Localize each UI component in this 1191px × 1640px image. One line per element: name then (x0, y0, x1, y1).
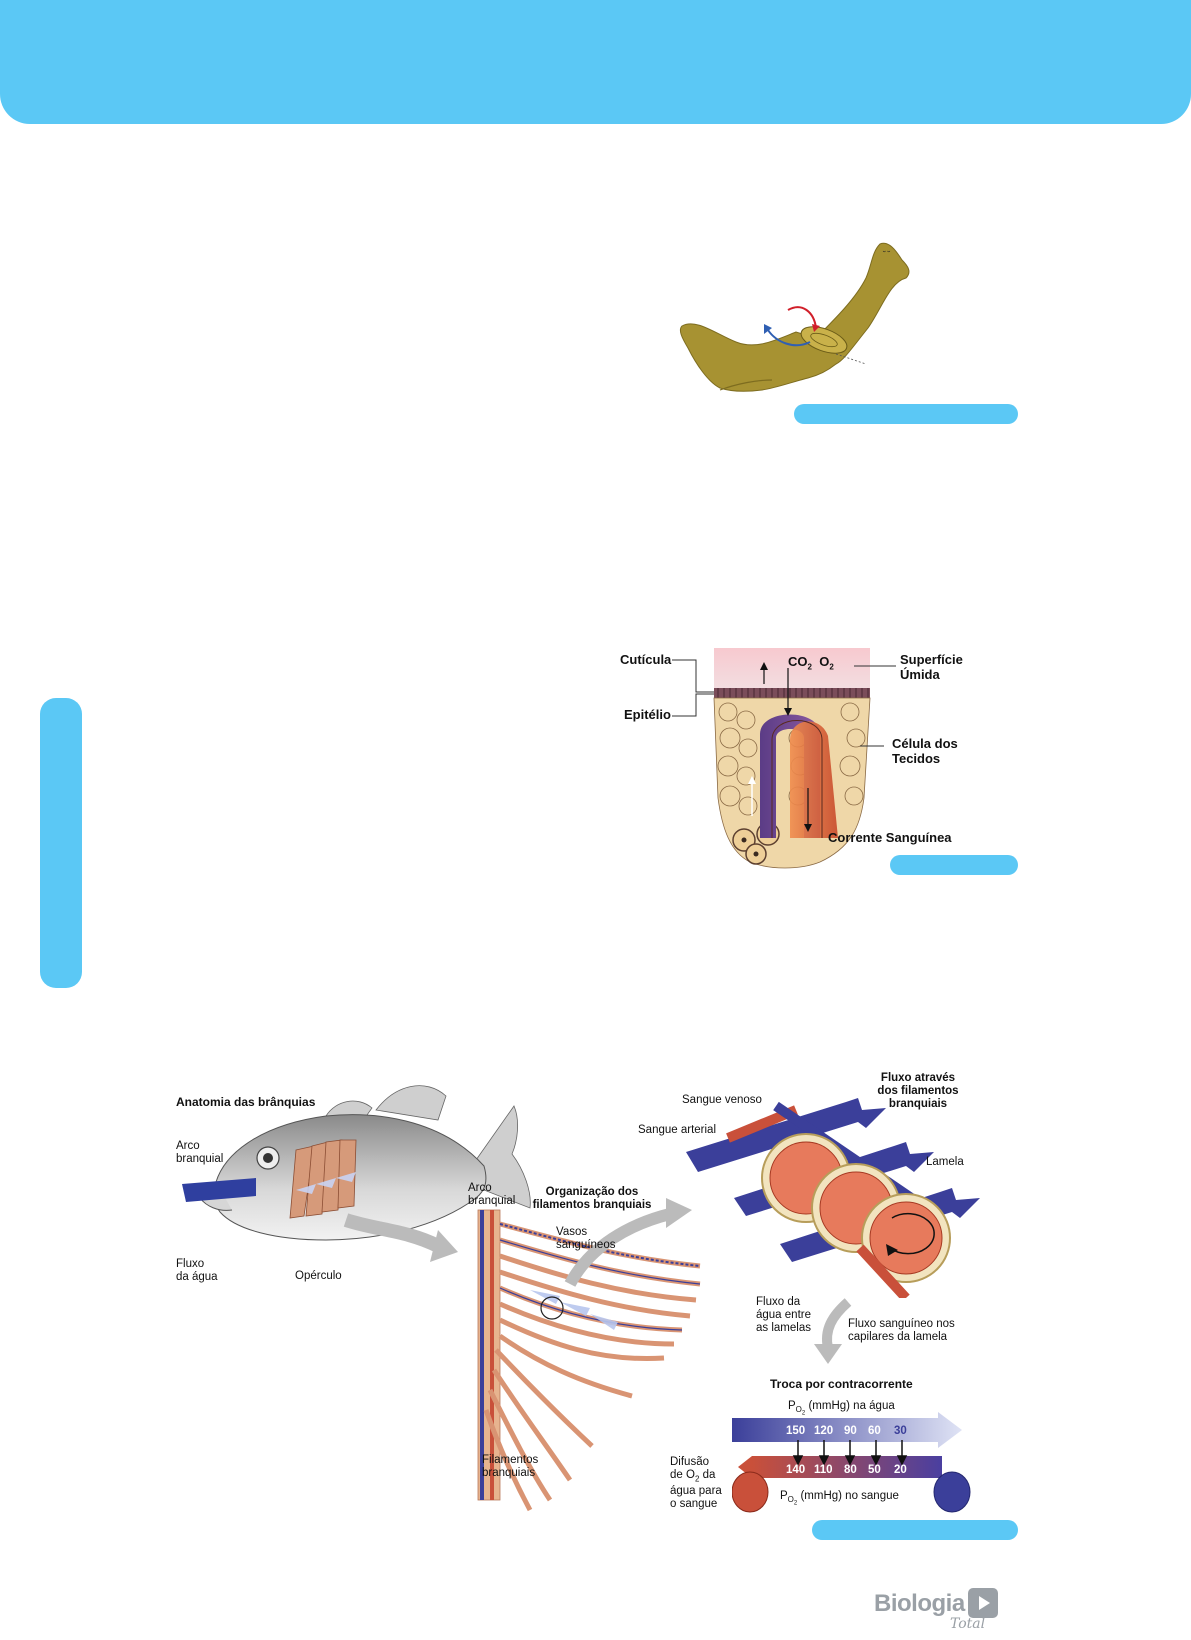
fluxo-title-line1: Fluxo através (870, 1072, 966, 1085)
fluxo-lamelas-line1: Fluxo da (756, 1296, 811, 1309)
label-sangue-venoso: Sangue venoso (682, 1094, 762, 1107)
label-fluxo-filamentos: Fluxo através dos filamentos branquiais (870, 1072, 966, 1111)
label-filamentos-branquiais: Filamentos branquiais (482, 1454, 538, 1480)
figure2-caption-bar (890, 855, 1018, 875)
label-corrente-sanguinea: Corrente Sanguínea (828, 830, 952, 845)
fluxo-title-line3: branquiais (870, 1098, 966, 1111)
label-celula-tecidos: Célula dos Tecidos (892, 736, 958, 766)
brand-sub: Total (950, 1616, 985, 1632)
difusao-da: da (703, 1469, 716, 1481)
label-po2-agua: PO2 (mmHg) na água (788, 1400, 895, 1421)
fluxo-sanguineo-line2: capilares da lamela (848, 1331, 955, 1344)
label-fluxo-agua-lamelas: Fluxo da água entre as lamelas (756, 1296, 811, 1335)
figure1-caption-bar (794, 404, 1018, 424)
lamellae-illustration (686, 1098, 986, 1298)
difusao-line3: água para (670, 1485, 722, 1498)
difusao-line4: o sangue (670, 1498, 722, 1511)
label-fluxo-sanguineo: Fluxo sanguíneo nos capilares da lamela (848, 1318, 955, 1344)
po2-agua-text: (mmHg) na água (808, 1400, 894, 1412)
vasos-line2: sanguíneos (556, 1239, 615, 1252)
label-epitelio: Epitélio (624, 707, 671, 722)
po2-sangue-text: (mmHg) no sangue (800, 1490, 898, 1502)
label-cuticula: Cutícula (620, 652, 671, 667)
filamentos-line2: branquiais (482, 1467, 538, 1480)
fluxo-lamelas-line3: as lamelas (756, 1322, 811, 1335)
po2-agua-p: P (788, 1400, 796, 1412)
label-arco-branquial-2: Arco branquial (468, 1182, 515, 1208)
arco1-line1: Arco (176, 1140, 223, 1153)
label-po2-sangue: PO2 (mmHg) no sangue (780, 1490, 899, 1511)
co2-sub: 2 (808, 663, 812, 672)
filamentos-line1: Filamentos (482, 1454, 538, 1467)
label-difusao-o2: Difusão de O2 da água para o sangue (670, 1456, 722, 1511)
celula-line2: Tecidos (892, 751, 958, 766)
brand-name: Biologia (874, 1590, 965, 1618)
water-value-4: 30 (894, 1425, 918, 1438)
arco2-line2: branquial (468, 1195, 515, 1208)
blood-value-0: 140 (786, 1464, 814, 1477)
diffusion-arrows (790, 1438, 920, 1466)
water-value-1: 120 (814, 1425, 844, 1438)
blood-value-4: 20 (894, 1464, 918, 1477)
header-band (0, 0, 1191, 124)
play-icon (968, 1588, 998, 1618)
o2-sub: 2 (829, 663, 833, 672)
label-operculo: Opérculo (295, 1270, 342, 1283)
blood-value-1: 110 (814, 1464, 844, 1477)
arco1-line2: branquial (176, 1153, 223, 1166)
side-tab (40, 698, 82, 988)
label-co2-o2: CO2 O2 (788, 654, 834, 675)
label-organizacao-filamentos: Organização dos filamentos branquiais (526, 1186, 658, 1212)
superficie-line1: Superfície (900, 652, 963, 667)
label-arco-branquial-1: Arco branquial (176, 1140, 223, 1166)
difusao-line1: Difusão (670, 1456, 722, 1469)
fluxo-agua-line1: Fluxo (176, 1258, 218, 1271)
fluxo-lamelas-line2: água entre (756, 1309, 811, 1322)
label-sangue-arterial: Sangue arterial (638, 1124, 716, 1137)
superficie-line2: Úmida (900, 667, 963, 682)
difusao-line2: de O2 da (670, 1469, 722, 1485)
celula-line1: Célula dos (892, 736, 958, 751)
organizacao-line2: filamentos branquiais (526, 1199, 658, 1212)
po2-sangue-2: 2 (794, 1501, 797, 1507)
brand-logo: Biologia Total (874, 1588, 1014, 1636)
difusao-de-o: de O (670, 1469, 695, 1481)
o2-text: O (819, 654, 829, 669)
label-superficie-umida: Superfície Úmida (900, 652, 963, 682)
label-vasos-sanguineos: Vasos sanguíneos (556, 1226, 615, 1252)
po2-agua-2: 2 (802, 1411, 805, 1417)
water-value-0: 150 (786, 1425, 814, 1438)
blood-value-2: 80 (844, 1464, 868, 1477)
organizacao-line1: Organização dos (526, 1186, 658, 1199)
label-anatomia-branquias: Anatomia das brânquias (176, 1096, 315, 1109)
figure3-caption-bar (812, 1520, 1018, 1540)
svg-text:˘˘: ˘˘ (882, 250, 891, 261)
flatworm-illustration: ˘˘ (676, 238, 916, 408)
figure2-leader-lines-right (860, 720, 890, 760)
label-troca-contracorrente: Troca por contracorrente (770, 1378, 913, 1391)
water-value-2: 90 (844, 1425, 868, 1438)
label-fluxo-agua: Fluxo da água (176, 1258, 218, 1284)
difusao-sub2: 2 (695, 1474, 699, 1483)
fluxo-sanguineo-line1: Fluxo sanguíneo nos (848, 1318, 955, 1331)
vasos-line1: Vasos (556, 1226, 615, 1239)
blood-value-3: 50 (868, 1464, 894, 1477)
label-lamela: Lamela (926, 1156, 964, 1169)
arco2-line1: Arco (468, 1182, 515, 1195)
po2-sangue-p: P (780, 1490, 788, 1502)
fluxo-title-line2: dos filamentos (870, 1085, 966, 1098)
fluxo-agua-line2: da água (176, 1271, 218, 1284)
co2-text: CO (788, 654, 808, 669)
water-value-3: 60 (868, 1425, 894, 1438)
